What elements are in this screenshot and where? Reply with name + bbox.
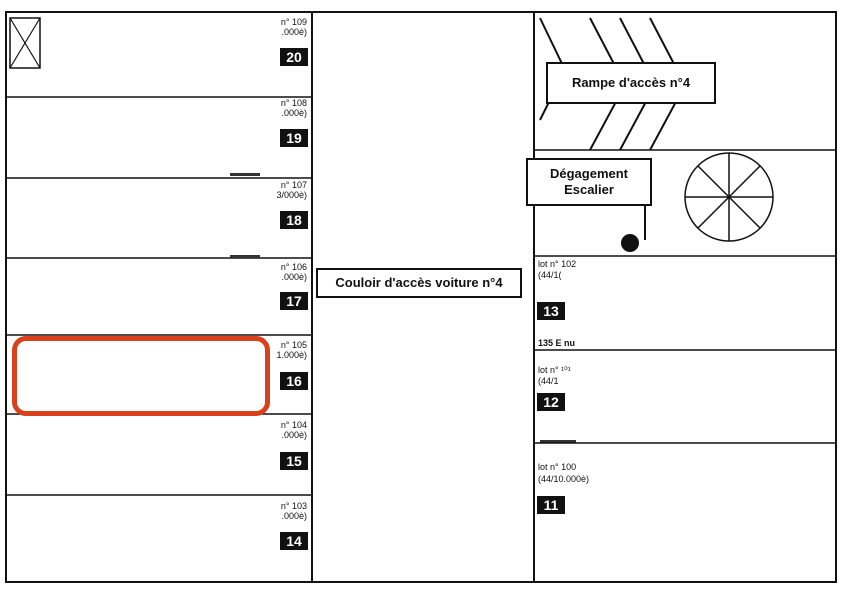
stall-number: 19 <box>280 129 308 147</box>
stall-number: 11 <box>537 496 565 514</box>
stall-number: 17 <box>280 292 308 310</box>
stair-wheel-icon <box>684 152 774 242</box>
stall-number: 16 <box>280 372 308 390</box>
stair-label: Dégagement Escalier <box>526 158 652 206</box>
stall-number: 20 <box>280 48 308 66</box>
stair-label-line1: Dégagement <box>549 166 629 181</box>
crossed-box <box>9 17 41 69</box>
partial-lot-text: 135 E nu <box>538 338 576 348</box>
stall-number: 18 <box>280 211 308 229</box>
stall-number: 15 <box>280 452 308 470</box>
right-stall-dividers <box>534 149 836 444</box>
post-dot <box>621 234 639 252</box>
outer-wall <box>5 11 837 583</box>
stall-number: 12 <box>537 393 565 411</box>
left-stall-dividers <box>6 96 312 496</box>
highlight-box <box>12 336 270 416</box>
stall-number: 14 <box>280 532 308 550</box>
stall-number: 13 <box>537 302 565 320</box>
scan-noise <box>230 173 576 443</box>
corridor-label: Couloir d'accès voiture n°4 <box>316 268 522 298</box>
stair-label-line2: Escalier <box>564 182 614 197</box>
ramp-label: Rampe d'accès n°4 <box>546 62 716 104</box>
